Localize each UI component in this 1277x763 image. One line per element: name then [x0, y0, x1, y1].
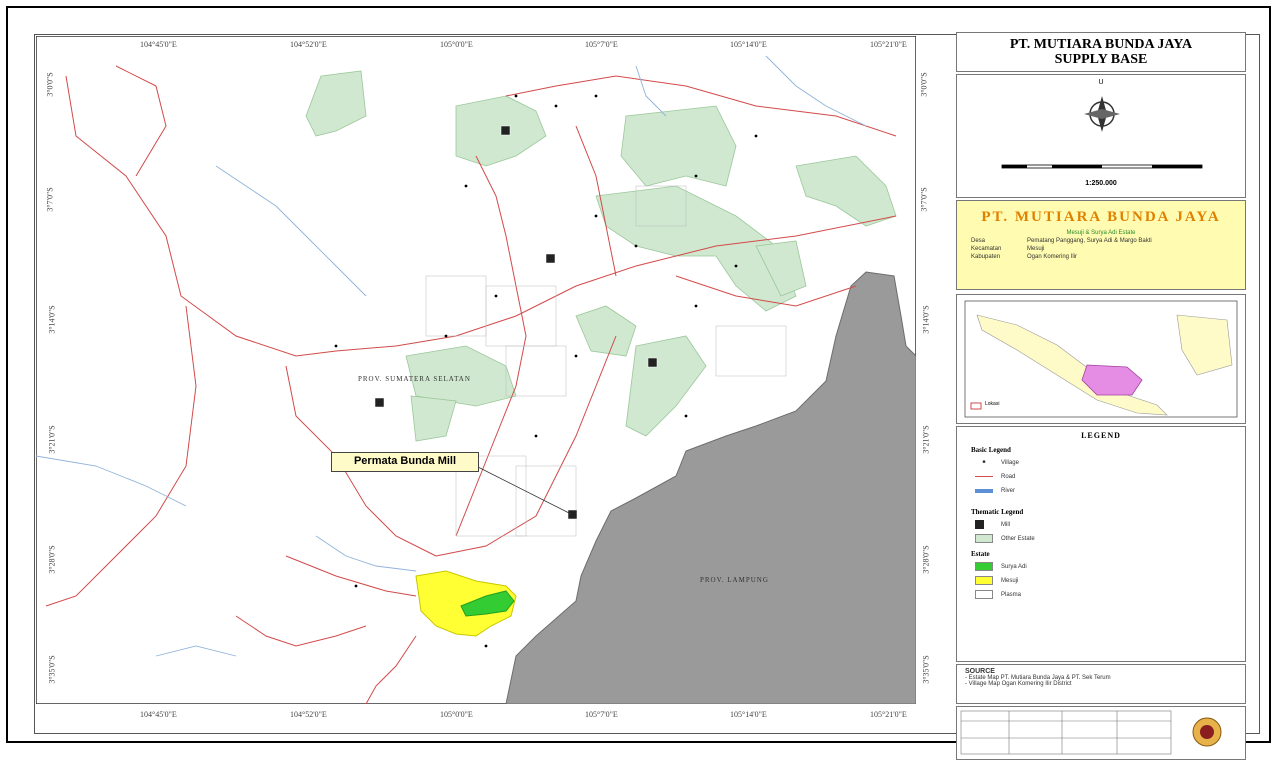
mill-icon	[975, 520, 984, 529]
company-name: PT. MUTIARA BUNDA JAYA	[981, 209, 1221, 225]
mill-icon	[374, 397, 385, 408]
top-tick: 105°0'0"E	[440, 40, 473, 49]
right-tick: 3°21'0"S	[921, 425, 931, 454]
dot-icon: •	[982, 457, 986, 468]
map-info-panel: PT. MUTIARA BUNDA JAYA SUPPLY BASE U 1:2…	[956, 32, 1246, 760]
estate-legend-title: Estate	[971, 550, 990, 558]
inset-legend-label: Lokasi	[985, 401, 1000, 407]
road-line-icon	[975, 476, 993, 477]
gray-region	[505, 271, 916, 704]
mill-icon	[500, 125, 511, 136]
bottom-tick: 104°45'0"E	[140, 710, 177, 719]
callout-leader	[475, 465, 572, 515]
north-arrow-box: U 1:250.000	[956, 74, 1246, 198]
mill-icon	[567, 509, 578, 520]
signoff-table	[960, 710, 1222, 755]
bottom-tick: 104°52'0"E	[290, 710, 327, 719]
legend-mesuji: Mesuji	[975, 575, 1245, 586]
bottom-tick: 105°14'0"E	[730, 710, 767, 719]
map-title-line2: SUPPLY BASE	[1054, 52, 1148, 67]
right-tick: 3°0'0"S	[919, 72, 929, 97]
village-dots	[334, 94, 758, 648]
legend-box: LEGEND Basic Legend •Village Road River …	[956, 426, 1246, 662]
bottom-tick: 105°0'0"E	[440, 710, 473, 719]
source-item: - Estate Map PT. Mutiara Bunda Jaya & PT…	[965, 675, 1111, 681]
province-label-sumsel: PROV. SUMATERA SELATAN	[358, 375, 471, 383]
scale-text: 1:250.000	[1085, 180, 1117, 187]
scale-bar	[1001, 164, 1203, 169]
top-tick: 104°45'0"E	[140, 40, 177, 49]
top-tick: 104°52'0"E	[290, 40, 327, 49]
left-tick: 3°28'0"S	[47, 545, 57, 574]
mill-markers	[374, 125, 658, 520]
top-tick: 105°21'0"E	[870, 40, 907, 49]
left-tick: 3°0'0"S	[45, 72, 55, 97]
legend-plasma: Plasma	[975, 589, 1245, 600]
legend-title: LEGEND	[1081, 431, 1121, 440]
top-tick: 105°14'0"E	[730, 40, 767, 49]
right-tick: 3°35'0"S	[921, 655, 931, 684]
company-info-box: PT. MUTIARA BUNDA JAYA Mesuji & Surya Ad…	[956, 200, 1246, 290]
province-label-lampung: PROV. LAMPUNG	[700, 576, 769, 584]
source-box: SOURCE - Estate Map PT. Mutiara Bunda Ja…	[956, 664, 1246, 704]
location-inset-box[interactable]: Lokasi	[956, 294, 1246, 424]
north-label: U	[1098, 79, 1104, 86]
bottom-tick: 105°21'0"E	[870, 710, 907, 719]
rivers	[36, 55, 867, 657]
company-subtitle: Mesuji & Surya Adi Estate	[1066, 230, 1136, 236]
inset-map[interactable]	[957, 295, 1244, 422]
left-tick: 3°35'0"S	[47, 655, 57, 684]
village-boundaries	[425, 185, 787, 537]
mill-callout[interactable]: Permata Bunda Mill	[331, 452, 479, 472]
mill-icon	[647, 357, 658, 368]
right-tick: 3°28'0"S	[921, 545, 931, 574]
top-tick: 105°7'0"E	[585, 40, 618, 49]
right-tick: 3°7'0"S	[919, 187, 929, 212]
signoff-box	[956, 706, 1246, 760]
inset-highlight	[1081, 364, 1143, 396]
surya-adi-estate	[460, 590, 515, 617]
thematic-legend-title: Thematic Legend	[971, 508, 1024, 516]
basic-legend-title: Basic Legend	[971, 446, 1011, 454]
legend-surya-adi: Surya Adi	[975, 561, 1245, 572]
legend-mill: Mill	[975, 519, 1245, 530]
source-title: SOURCE	[965, 668, 995, 675]
legend-road: Road	[975, 471, 1245, 482]
main-map[interactable]	[36, 36, 916, 704]
left-tick: 3°7'0"S	[45, 187, 55, 212]
river-line-icon	[975, 488, 993, 493]
right-tick: 3°14'0"S	[921, 305, 931, 334]
mill-icon	[545, 253, 556, 264]
bottom-tick: 105°7'0"E	[585, 710, 618, 719]
legend-village: •Village	[975, 457, 1245, 468]
legend-river: River	[975, 485, 1245, 496]
source-item: - Village Map Ogan Komering Ilir Distric…	[965, 681, 1072, 687]
left-tick: 3°21'0"S	[47, 425, 57, 454]
legend-other-estate: Other Estate	[975, 533, 1245, 544]
map-title-box: PT. MUTIARA BUNDA JAYA SUPPLY BASE	[956, 32, 1246, 72]
left-tick: 3°14'0"S	[47, 305, 57, 334]
compass-icon	[1084, 96, 1120, 132]
map-title-line1: PT. MUTIARA BUNDA JAYA	[1009, 37, 1193, 52]
